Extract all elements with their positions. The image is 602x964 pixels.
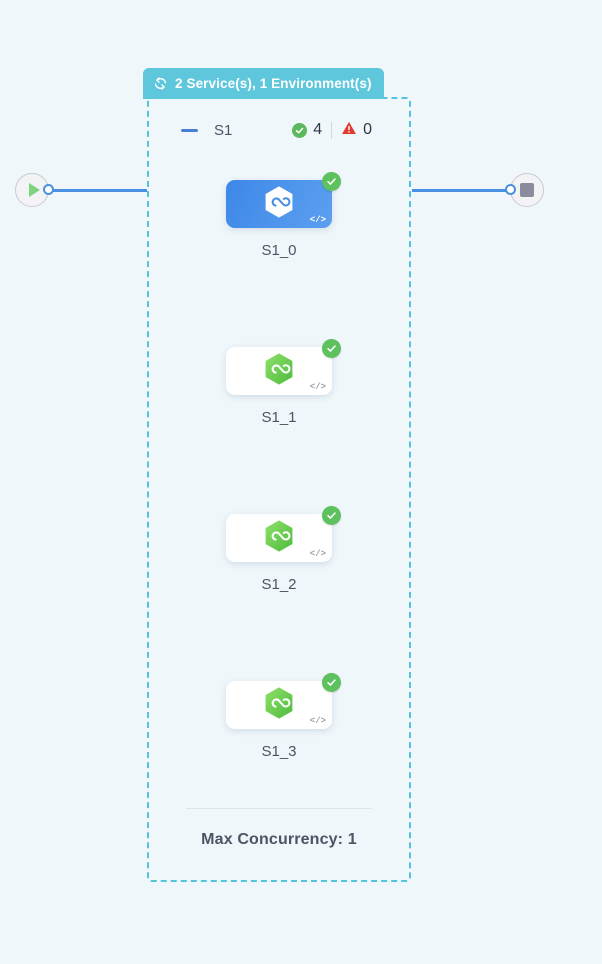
service-node-label: S1_2 xyxy=(261,576,297,593)
code-brackets-icon: </> xyxy=(309,549,326,559)
start-node-handle[interactable] xyxy=(43,184,54,195)
sync-icon xyxy=(153,76,168,91)
service-node[interactable]: </> S1_2 xyxy=(226,506,341,593)
service-node-card[interactable]: </> xyxy=(226,673,341,729)
end-node-handle[interactable] xyxy=(505,184,516,195)
error-count-group: 0 xyxy=(341,120,372,141)
footer-divider xyxy=(186,808,372,809)
service-node-card[interactable]: </> xyxy=(226,506,341,562)
warning-triangle-icon xyxy=(341,120,357,141)
edge-group-to-end xyxy=(412,189,514,192)
service-node-card[interactable]: </> xyxy=(226,172,341,228)
service-node[interactable]: </> S1_1 xyxy=(226,339,341,426)
group-header-label: 2 Service(s), 1 Environment(s) xyxy=(175,76,372,91)
check-circle-icon xyxy=(322,172,341,191)
group-name-label: S1 xyxy=(214,121,233,139)
service-node-label: S1_3 xyxy=(261,743,297,760)
ok-count-group: 4 xyxy=(292,121,322,139)
code-brackets-icon: </> xyxy=(309,382,326,392)
play-icon xyxy=(28,183,40,197)
status-badge: 4 0 xyxy=(292,120,372,141)
service-node[interactable]: </> S1_0 xyxy=(226,172,341,259)
hexagon-loop-icon xyxy=(263,185,295,224)
group-footer: Max Concurrency: 1 xyxy=(147,808,411,849)
group-subheader: S1 4 0 xyxy=(147,112,411,148)
stop-icon xyxy=(520,183,534,197)
ok-count-value: 4 xyxy=(313,121,323,138)
hexagon-loop-icon xyxy=(263,519,295,558)
check-circle-icon xyxy=(322,673,341,692)
error-count-value: 0 xyxy=(363,121,372,138)
code-brackets-icon: </> xyxy=(309,215,326,225)
check-circle-icon xyxy=(322,506,341,525)
check-circle-icon xyxy=(322,339,341,358)
minus-icon[interactable] xyxy=(181,128,198,132)
group-header-tab[interactable]: 2 Service(s), 1 Environment(s) xyxy=(143,68,384,99)
status-divider xyxy=(331,121,333,139)
service-node-card[interactable]: </> xyxy=(226,339,341,395)
code-brackets-icon: </> xyxy=(309,716,326,726)
service-node[interactable]: </> S1_3 xyxy=(226,673,341,760)
service-node-label: S1_0 xyxy=(261,242,297,259)
hexagon-loop-icon xyxy=(263,352,295,391)
edge-start-to-group xyxy=(45,189,147,192)
max-concurrency-label: Max Concurrency: 1 xyxy=(201,831,357,848)
service-node-label: S1_1 xyxy=(261,409,297,426)
hexagon-loop-icon xyxy=(263,686,295,725)
check-circle-icon xyxy=(292,122,308,138)
